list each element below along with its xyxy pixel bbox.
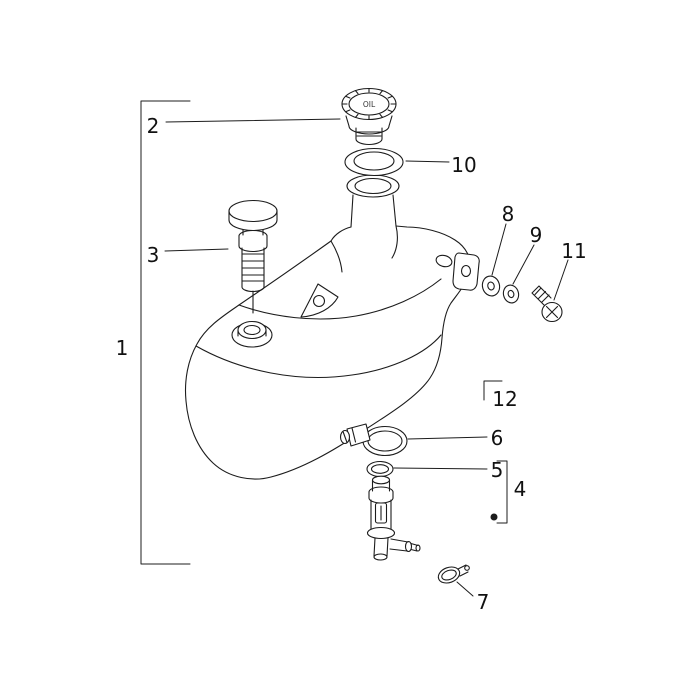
oil-tap-assembly [366, 475, 421, 561]
leader-8 [491, 223, 507, 276]
callout-labels: 1 2 3 4 5 6 7 8 9 10 11 12 [116, 114, 587, 614]
retaining-clip [437, 564, 470, 584]
cap-oil-text: OIL [363, 100, 376, 109]
callout-label-5: 5 [491, 458, 504, 482]
callout-label-8: 8 [502, 202, 515, 226]
sensor-boss [231, 320, 273, 348]
mounting-screw [531, 285, 563, 323]
leader-lines [140, 100, 569, 597]
leader-5 [393, 467, 488, 470]
exploded-parts-drawing: OIL [140, 87, 569, 597]
tank-mount-hole [435, 254, 453, 268]
leader-10 [405, 160, 450, 163]
leader-4-dot [490, 513, 498, 521]
tank-mounting-plate [452, 252, 480, 291]
leader-6 [407, 436, 488, 440]
washer-9 [502, 284, 520, 304]
leader-9 [512, 244, 535, 285]
callout-label-9: 9 [530, 223, 543, 247]
callout-label-7: 7 [477, 590, 490, 614]
callout-label-11: 11 [561, 239, 586, 263]
oil-filler-cap: OIL [341, 87, 397, 146]
leader-1-bracket [140, 100, 191, 565]
washer-8 [481, 275, 501, 297]
leader-4-bracket [496, 460, 508, 524]
callout-label-6: 6 [491, 426, 504, 450]
callout-label-12: 12 [492, 387, 517, 411]
callout-label-3: 3 [147, 243, 160, 267]
cap-gasket-ring [344, 147, 404, 177]
leader-12-bracket [483, 380, 503, 401]
tank-bracket-tab [300, 283, 339, 318]
cap-knurl-ticks [341, 87, 397, 121]
leader-3 [164, 248, 229, 252]
sight-window [374, 502, 388, 524]
hose-clamp [339, 423, 408, 457]
o-ring [366, 460, 394, 478]
leader-11 [553, 259, 569, 301]
callout-label-2: 2 [147, 114, 160, 138]
leader-7 [456, 581, 474, 597]
callout-label-10: 10 [451, 153, 476, 177]
oil-level-sensor [228, 199, 278, 314]
oil-tank-body [184, 174, 471, 480]
leader-2 [165, 118, 341, 123]
callout-label-1: 1 [116, 336, 129, 360]
callout-label-4: 4 [514, 477, 527, 501]
